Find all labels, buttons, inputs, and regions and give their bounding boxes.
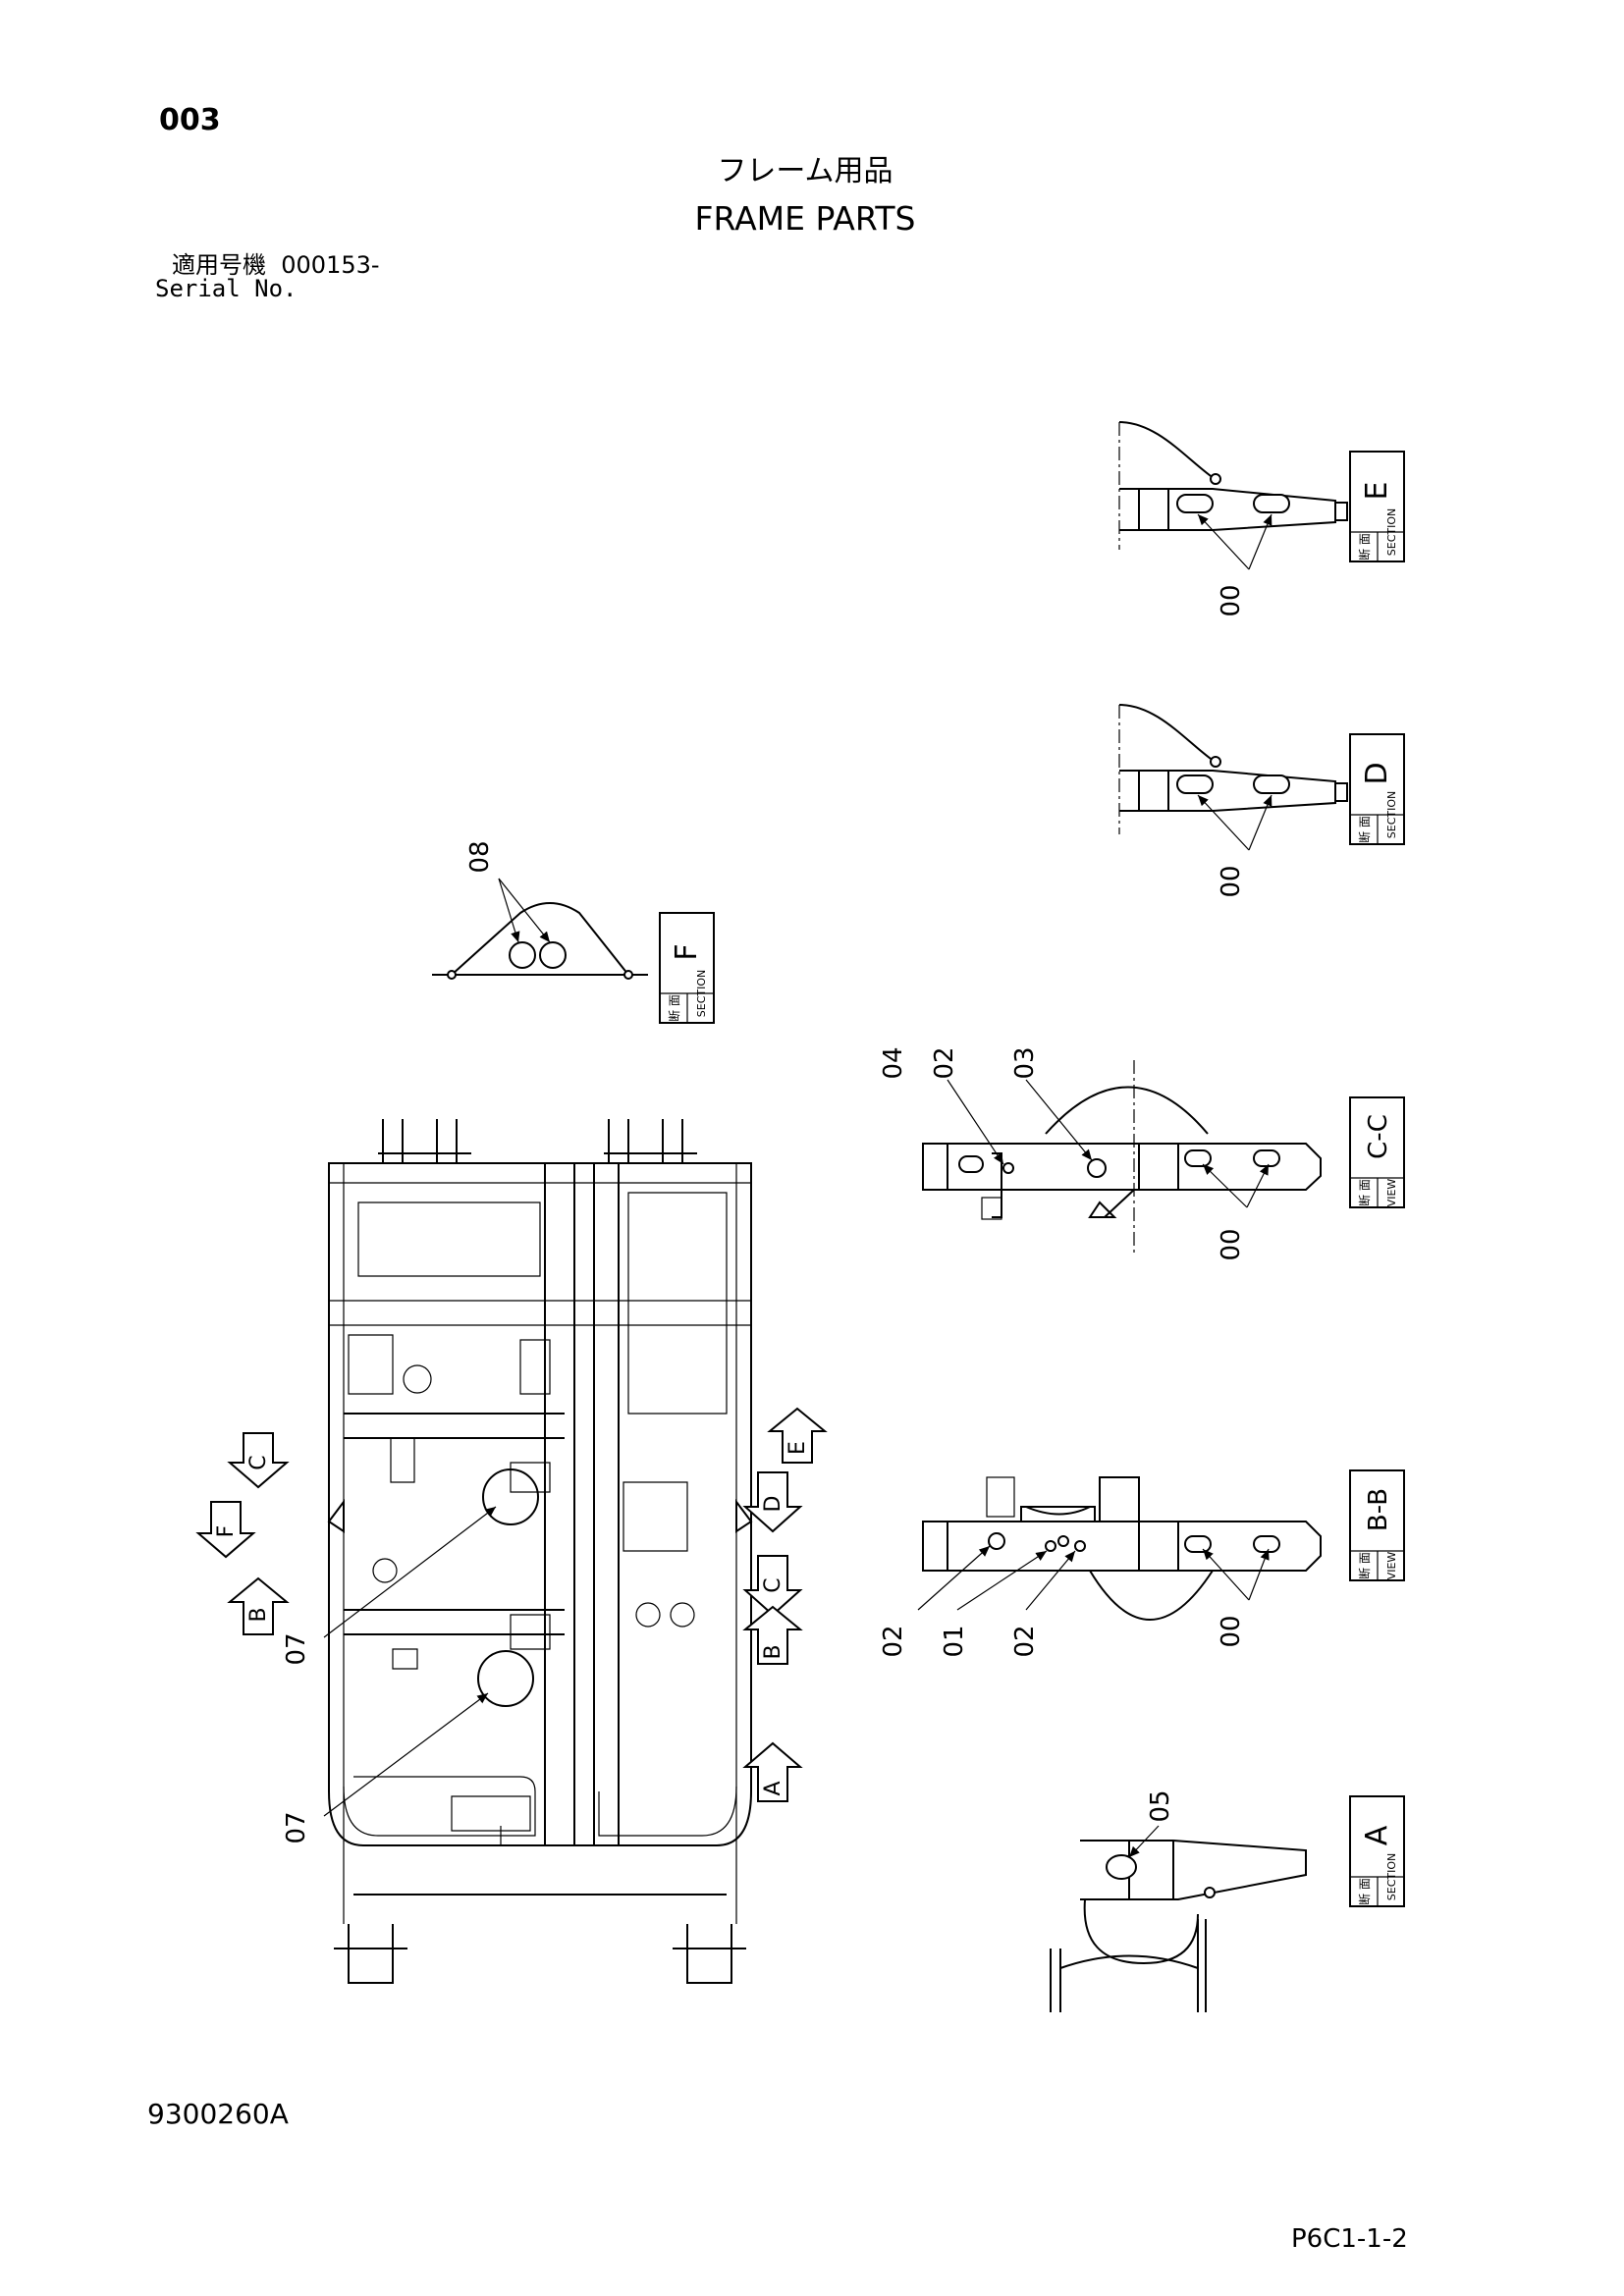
callout-bb-02b: 02 xyxy=(1010,1625,1040,1657)
section-marker-d-right: D xyxy=(742,1471,803,1533)
section-marker-c-left-letter: C xyxy=(246,1455,271,1469)
section-d-label: D 断 面 SECTION xyxy=(1349,733,1405,845)
section-a-kind-en: SECTION xyxy=(1385,1853,1398,1900)
section-marker-e-right: E xyxy=(767,1407,828,1464)
view-bb-kind-jp: 断 面 xyxy=(1357,1552,1372,1579)
section-marker-f-left-letter: F xyxy=(214,1525,239,1538)
section-d-kind-jp: 断 面 xyxy=(1357,816,1372,843)
view-bb-label: B-B 断 面 VIEW xyxy=(1349,1469,1405,1581)
callout-bb-02a: 02 xyxy=(879,1625,908,1657)
section-marker-b-right: B xyxy=(742,1605,803,1665)
drawing-number: 9300260A xyxy=(147,2098,289,2130)
section-a-kind-jp: 断 面 xyxy=(1357,1878,1372,1905)
page-code: P6C1-1-2 xyxy=(1291,2224,1408,2254)
section-f-view: 08 xyxy=(432,840,648,980)
callout-main-07a: 07 xyxy=(282,1632,311,1665)
section-a-view: 05 xyxy=(1050,1789,1307,2012)
callout-cc-03: 03 xyxy=(1010,1046,1040,1079)
serial-value: 000153- xyxy=(281,251,380,279)
serial-range: 適用号機 000153- xyxy=(172,253,380,277)
callout-e-00: 00 xyxy=(1217,584,1246,616)
section-marker-c-right: C xyxy=(742,1555,803,1617)
section-d-letter: D xyxy=(1360,762,1394,784)
callout-cc-04: 04 xyxy=(879,1046,908,1079)
callout-main-07b: 07 xyxy=(282,1811,311,1843)
section-marker-d-right-letter: D xyxy=(761,1496,785,1513)
section-marker-a-right-letter: A xyxy=(761,1781,785,1795)
serial-label-en: Serial No. xyxy=(155,275,298,302)
section-f-kind-en: SECTION xyxy=(695,970,708,1017)
callout-cc-02: 02 xyxy=(930,1046,959,1079)
section-e-kind-en: SECTION xyxy=(1385,508,1398,556)
section-e-kind-jp: 断 面 xyxy=(1357,533,1372,561)
section-marker-f-left: F xyxy=(195,1501,256,1559)
section-marker-c-right-letter: C xyxy=(761,1577,785,1592)
section-marker-c-left: C xyxy=(227,1432,290,1489)
callout-f-08: 08 xyxy=(465,840,495,873)
section-e-label: E 断 面 SECTION xyxy=(1349,451,1405,562)
section-marker-e-right-letter: E xyxy=(785,1441,810,1455)
section-d-kind-en: SECTION xyxy=(1385,791,1398,838)
callout-d-00: 00 xyxy=(1217,865,1246,897)
section-a-label: A 断 面 SECTION xyxy=(1349,1795,1405,1907)
section-f-letter: F xyxy=(670,943,704,960)
section-e-view: 00 xyxy=(1118,421,1348,617)
view-cc-kind-jp: 断 面 xyxy=(1357,1179,1372,1206)
view-cc-letter: C-C xyxy=(1364,1114,1393,1159)
callout-cc-00: 00 xyxy=(1217,1228,1246,1260)
section-a-letter: A xyxy=(1360,1825,1394,1845)
section-marker-a-right: A xyxy=(742,1741,803,1802)
title-english: FRAME PARTS xyxy=(694,199,916,238)
section-marker-b-left-letter: B xyxy=(246,1607,271,1622)
callout-bb-01: 01 xyxy=(940,1625,969,1657)
view-cc-label: C-C 断 面 VIEW xyxy=(1349,1096,1405,1208)
callout-a-05: 05 xyxy=(1146,1789,1175,1822)
section-e-letter: E xyxy=(1360,482,1394,501)
section-f-label: F 断 面 SECTION xyxy=(659,912,715,1024)
section-marker-b-right-letter: B xyxy=(761,1644,785,1659)
view-cc-kind-en: VIEW xyxy=(1385,1179,1398,1207)
title-japanese: フレーム用品 xyxy=(717,154,893,188)
section-f-kind-jp: 断 面 xyxy=(667,994,681,1022)
view-bb-letter: B-B xyxy=(1364,1488,1393,1531)
serial-label-jp: 適用号機 xyxy=(172,251,266,279)
view-cc-drawing: 04 02 03 00 xyxy=(879,1046,1322,1261)
section-d-view: 00 xyxy=(1118,704,1348,898)
view-bb-kind-en: VIEW xyxy=(1385,1552,1398,1580)
callout-bb-00: 00 xyxy=(1217,1615,1246,1647)
main-frame-drawing: 07 07 xyxy=(282,1119,753,1984)
view-bb-drawing: 02 01 02 00 xyxy=(879,1476,1322,1658)
page-number: 003 xyxy=(159,103,221,137)
section-marker-b-left: B xyxy=(227,1576,290,1635)
